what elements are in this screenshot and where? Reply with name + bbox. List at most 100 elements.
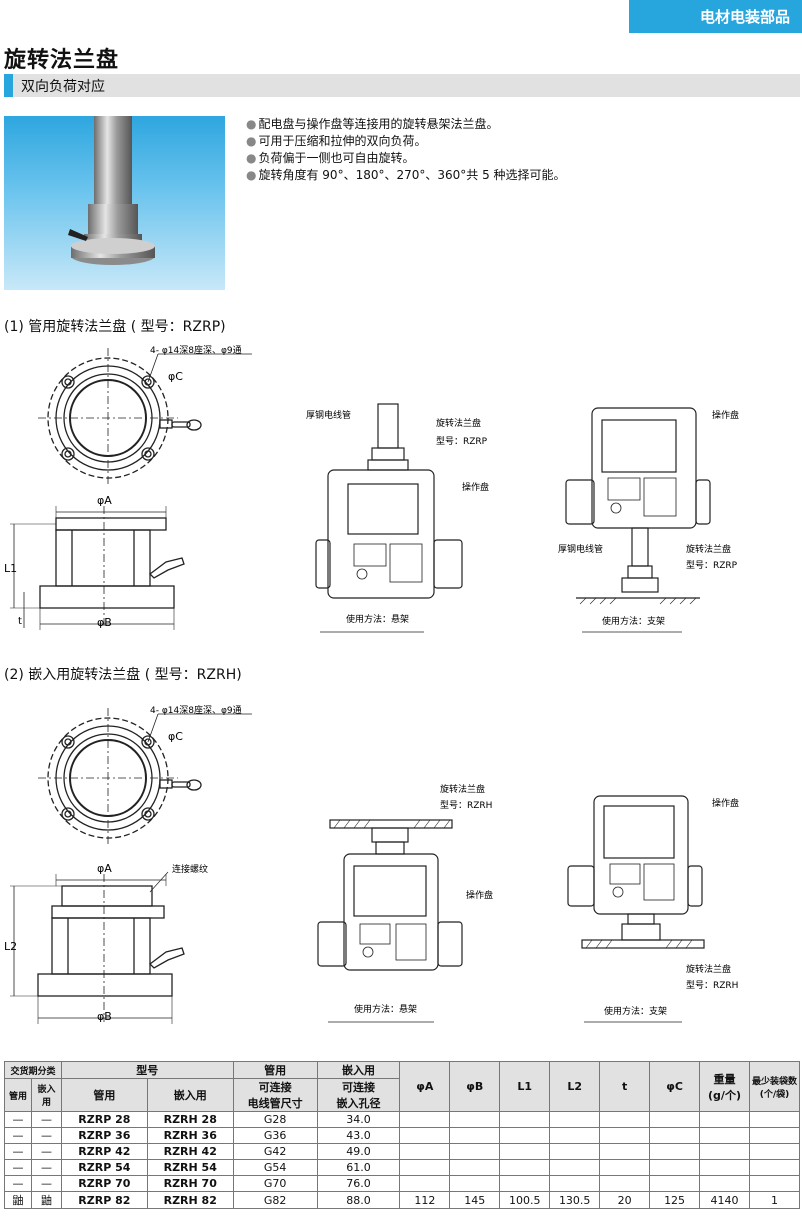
table-cell-w: [699, 1111, 750, 1128]
rzrp-hang-caption: 使用方法：悬架: [346, 613, 409, 625]
table-cell-c: [649, 1159, 701, 1176]
table-cell-l1: [499, 1127, 551, 1144]
rzrp-top-view: 4- φ14深8座深、φ9通 φC: [38, 344, 252, 485]
rzrh-l2: L2: [4, 940, 17, 953]
rzrh-thread: 连接螺纹: [172, 863, 208, 875]
table-cell-se: 鼬: [30, 1191, 62, 1209]
table-cell-c: [649, 1175, 701, 1192]
table-cell-embed: 34.0: [316, 1111, 401, 1128]
feature-item: 旋转角度有 90°、180°、270°、360°共 5 种选择可能。: [246, 167, 565, 184]
feature-item: 配电盘与操作盘等连接用的旋转悬架法兰盘。: [246, 116, 566, 133]
rzrp-l1: L1: [4, 562, 17, 575]
th-c: φC: [649, 1061, 701, 1112]
rzrh-stand-caption: 使用方法：支架: [604, 1005, 667, 1017]
subtitle-bar: 双向负荷对应: [4, 74, 800, 97]
table-cell-t: 20: [599, 1191, 651, 1209]
table-cell-pack: [748, 1127, 801, 1144]
table-cell-t: [599, 1175, 651, 1192]
rzrp-t: t: [18, 616, 22, 627]
table-cell-l2: [549, 1127, 601, 1144]
th-stock-embed: 嵌入用: [30, 1078, 62, 1112]
rzrh-hang-caption: 使用方法：悬架: [354, 1003, 417, 1015]
rzrh-side-view: φA 连接螺纹 φB L2: [4, 862, 208, 1024]
table-cell-c: 125: [649, 1191, 701, 1209]
table-cell-pack: [748, 1143, 801, 1160]
table-cell-me: RZRH 54: [146, 1159, 234, 1176]
table-cell-embed: 76.0: [316, 1175, 401, 1192]
table-cell-sp: —: [4, 1143, 32, 1160]
rzrh-hang-model: 型号：RZRH: [440, 800, 492, 811]
table-cell-pipe: G28: [232, 1111, 318, 1128]
subtitle-marker: [4, 74, 13, 97]
table-cell-l2: [549, 1111, 601, 1128]
rzrh-hang-flange: 旋转法兰盘: [440, 783, 485, 795]
rzrh-phi-c: φC: [168, 730, 183, 743]
rzrh-stand-flange: 旋转法兰盘: [686, 963, 731, 975]
table-cell-pipe: G82: [232, 1191, 318, 1209]
th-stock: 交货期分类: [4, 1061, 62, 1079]
th-embed: 嵌入用: [316, 1061, 401, 1079]
table-cell-l1: [499, 1111, 551, 1128]
table-cell-w: [699, 1159, 750, 1176]
table-cell-b: 145: [449, 1191, 501, 1209]
feature-item: 负荷偏于一侧也可自由旋转。: [246, 150, 566, 167]
table-cell-pipe: G70: [232, 1175, 318, 1192]
table-cell-me: RZRH 28: [146, 1111, 234, 1128]
rzrh-stand-model: 型号：RZRH: [686, 980, 738, 991]
table-cell-c: [649, 1111, 701, 1128]
rzrp-stand-usage: 操作盘 厚钢电线管 旋转法兰盘 型号：RZRP 使用方法：支架: [558, 407, 739, 633]
table-cell-a: [399, 1111, 451, 1128]
th-model: 型号: [60, 1061, 234, 1079]
table-cell-a: [399, 1159, 451, 1176]
table-cell-embed: 61.0: [316, 1159, 401, 1176]
table-cell-t: [599, 1143, 651, 1160]
table-cell-a: [399, 1175, 451, 1192]
page-title: 旋转法兰盘: [4, 48, 120, 73]
table-cell-mp: RZRP 54: [60, 1159, 148, 1176]
table-cell-se: —: [30, 1127, 62, 1144]
table-cell-w: [699, 1175, 750, 1192]
table-cell-pack: 1: [748, 1191, 801, 1209]
table-cell-sp: 鼬: [4, 1191, 32, 1209]
rzrp-hang-flange: 旋转法兰盘: [436, 417, 481, 429]
table-cell-me: RZRH 82: [146, 1191, 234, 1209]
table-cell-me: RZRH 70: [146, 1175, 234, 1192]
table-cell-mp: RZRP 28: [60, 1111, 148, 1128]
subtitle: 双向负荷对应: [21, 78, 105, 95]
table-cell-w: 4140: [699, 1191, 750, 1209]
category-label: 电材电装部品: [699, 8, 790, 26]
table-cell-b: [449, 1143, 501, 1160]
th-embed-sub: 可连接 嵌入孔径: [316, 1078, 401, 1112]
th-model-embed: 嵌入用: [146, 1078, 234, 1112]
th-a: φA: [399, 1061, 451, 1112]
table-cell-b: [449, 1159, 501, 1176]
rzrh-hang-panel: 操作盘: [466, 889, 493, 901]
table-cell-mp: RZRP 70: [60, 1175, 148, 1192]
section1-title: (1) 管用旋转法兰盘 ( 型号：RZRP): [4, 319, 226, 335]
table-cell-a: [399, 1127, 451, 1144]
table-cell-l1: 100.5: [499, 1191, 551, 1209]
table-cell-me: RZRH 42: [146, 1143, 234, 1160]
table-cell-sp: —: [4, 1175, 32, 1192]
table-cell-embed: 43.0: [316, 1127, 401, 1144]
table-cell-pack: [748, 1175, 801, 1192]
th-l1: L1: [499, 1061, 551, 1112]
table-cell-t: [599, 1159, 651, 1176]
rzrp-side-view: φA φB L1 t: [4, 494, 185, 630]
th-b: φB: [449, 1061, 501, 1112]
table-cell-w: [699, 1143, 750, 1160]
rzrp-hole-note: 4- φ14深8座深、φ9通: [150, 344, 242, 356]
rzrh-stand-panel: 操作盘: [712, 797, 739, 809]
rzrp-hang-model: 型号：RZRP: [436, 436, 488, 447]
feature-item: 可用于压缩和拉伸的双向负荷。: [246, 133, 566, 150]
table-cell-mp: RZRP 42: [60, 1143, 148, 1160]
th-model-pipe: 管用: [60, 1078, 148, 1112]
section2-title: (2) 嵌入用旋转法兰盘 ( 型号：RZRH): [4, 667, 242, 683]
rzrp-hang-pipe: 厚钢电线管: [306, 409, 351, 421]
rzrp-stand-caption: 使用方法：支架: [602, 615, 665, 627]
table-cell-l2: [549, 1143, 601, 1160]
table-cell-l1: [499, 1175, 551, 1192]
product-photo: [4, 116, 225, 290]
